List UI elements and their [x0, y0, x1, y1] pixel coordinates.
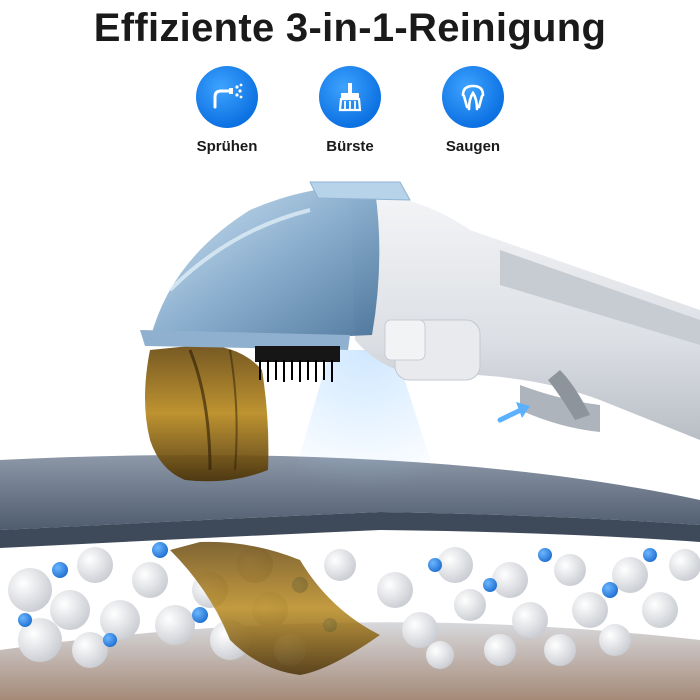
feature-label: Sprühen	[196, 138, 258, 155]
page-title: Effiziente 3-in-1-Reinigung	[93, 6, 607, 50]
feature-row: Sprühen Bürste Saugen	[0, 66, 700, 166]
feature-spray: Sprühen	[167, 66, 287, 155]
feature-brush: Bürste	[290, 66, 410, 155]
product-illustration	[0, 181, 700, 700]
feature-label: Bürste	[326, 138, 374, 155]
feature-label: Saugen	[445, 138, 501, 155]
brush-icon	[319, 66, 381, 128]
feature-suction: Saugen	[413, 66, 533, 155]
suction-icon	[442, 66, 504, 128]
spray-icon	[196, 66, 258, 128]
